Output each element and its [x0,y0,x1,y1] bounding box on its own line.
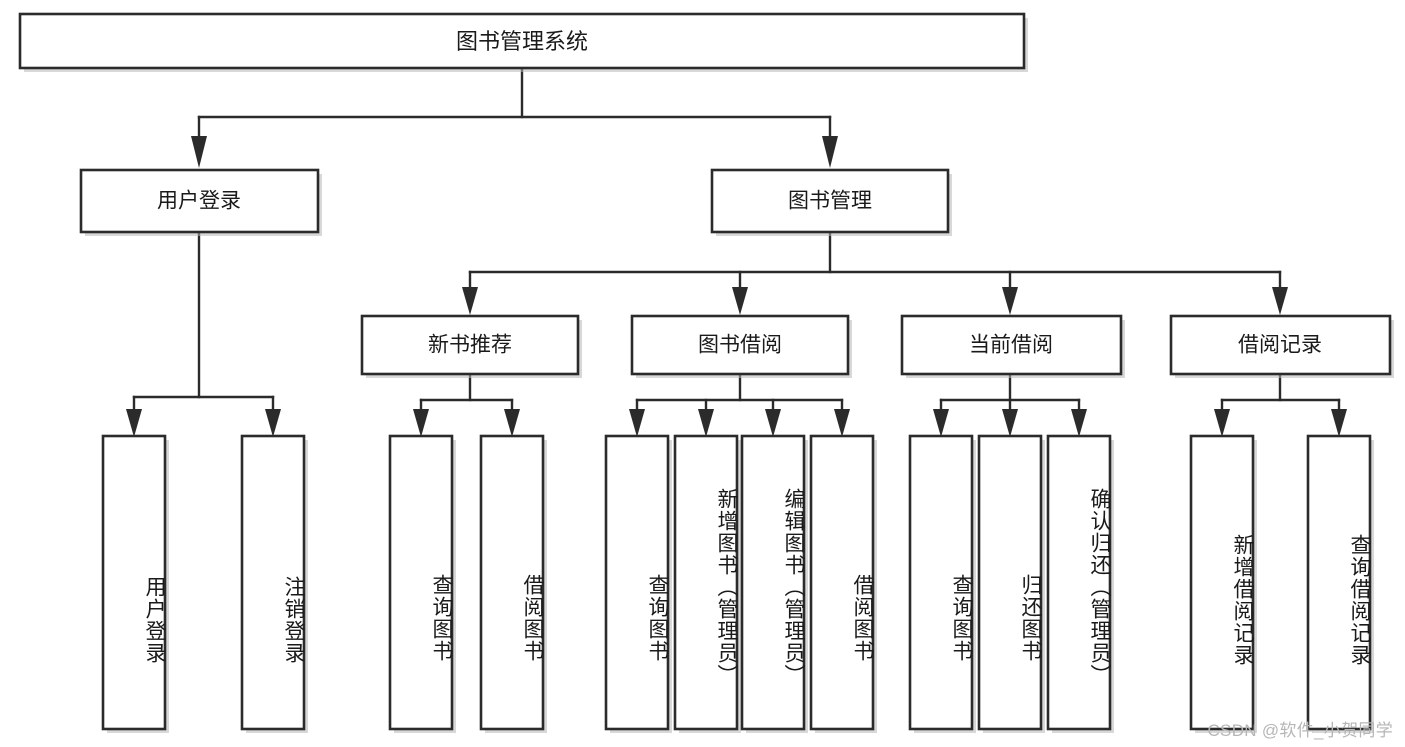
node-book-manage[interactable] [710,168,950,234]
node-current-borrow-label: 当前借阅 [969,334,1053,357]
arrow-head-borrow-leaf-1 [629,409,645,437]
arrow-head-user-login [191,136,207,168]
node-user-login[interactable] [79,168,320,234]
node-leaf-borrow-edit-book[interactable] [740,434,806,731]
node-book-borrow[interactable] [630,314,850,376]
node-borrow-record[interactable] [1169,314,1392,376]
arrow-head-book-borrow [732,287,748,315]
arrow-head-leaf-user-login [126,409,142,437]
arrow-head-record-leaf-1 [1214,409,1230,437]
node-new-book-recommend[interactable] [360,314,580,376]
arrow-head-borrow-record [1272,287,1288,315]
node-leaf-recommend-query-book[interactable] [388,434,454,731]
node-new-book-recommend-label: 新书推荐 [428,334,512,357]
arrow-head-current-leaf-1 [933,409,949,437]
arrow-head-book-manage [822,136,838,168]
csdn-watermark: CSDN @软件_小贺同学 [1207,721,1393,740]
node-root[interactable] [18,12,1026,70]
arrow-head-leaf-logout [265,409,281,437]
node-leaf-borrow-query-book[interactable] [604,434,670,731]
connectors-group [126,66,1347,437]
arrow-head-current-borrow [1002,287,1018,315]
node-leaf-borrow-add-book[interactable] [673,434,739,731]
arrow-head-current-leaf-2 [1002,409,1018,437]
arrow-head-recommend-leaf-1 [413,409,429,437]
node-leaf-current-return-book[interactable] [977,434,1043,731]
arrow-head-new-book-recommend [462,287,478,315]
node-leaf-current-query-book[interactable] [908,434,974,731]
node-leaf-logout[interactable] [240,434,306,731]
node-leaf-user-login[interactable] [101,434,167,731]
node-leaf-record-query[interactable] [1306,434,1372,731]
node-book-borrow-label: 图书借阅 [698,334,782,357]
node-current-borrow[interactable] [900,314,1123,376]
node-leaf-borrow-borrow-book[interactable] [809,434,875,731]
arrow-head-recommend-leaf-2 [504,409,520,437]
arrow-head-borrow-leaf-3 [765,409,781,437]
node-leaf-recommend-borrow-book[interactable] [479,434,545,731]
node-leaf-record-add[interactable] [1189,434,1255,731]
node-user-login-label: 用户登录 [157,190,241,213]
nodes-group: 图书管理系统 用户登录 图书管理 新书推荐 图书借阅 当前借阅 借阅记录 [18,12,1394,733]
arrow-head-borrow-leaf-2 [698,409,714,437]
node-borrow-record-label: 借阅记录 [1238,334,1322,357]
node-book-manage-label: 图书管理 [788,190,872,213]
arrow-head-borrow-leaf-4 [834,409,850,437]
node-root-label: 图书管理系统 [456,29,588,54]
arrow-head-record-leaf-2 [1331,409,1347,437]
node-leaf-current-confirm-return[interactable] [1046,434,1112,731]
arrow-head-current-leaf-3 [1071,409,1087,437]
